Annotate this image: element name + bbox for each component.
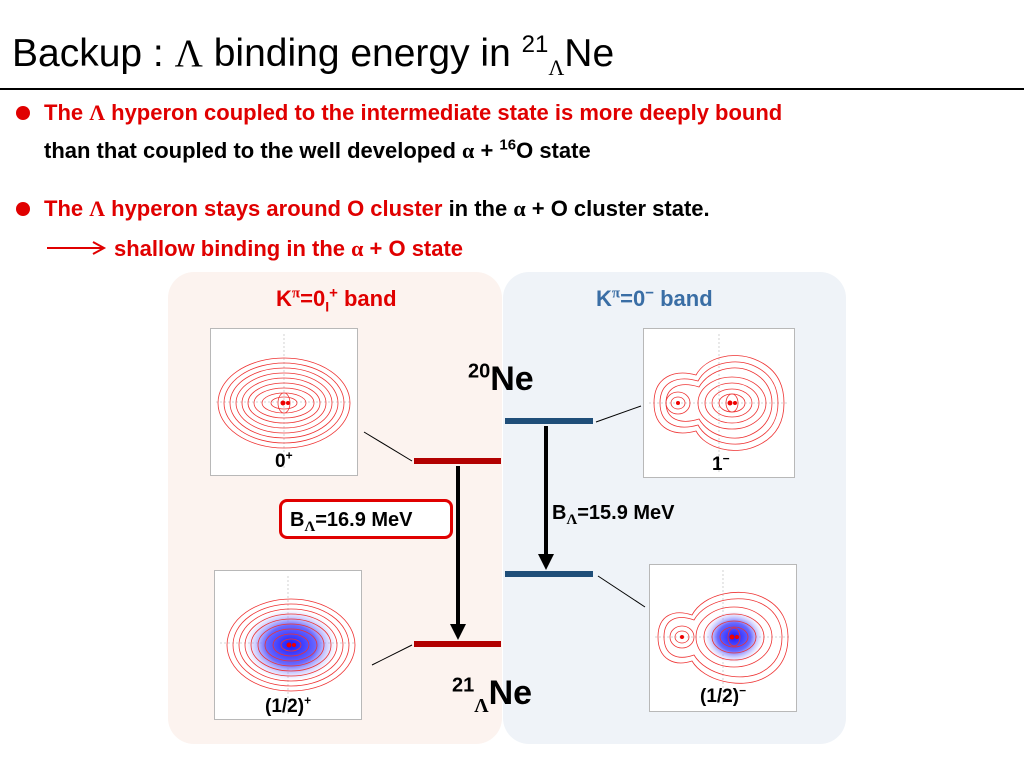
- bullet-1-alpha: α: [462, 138, 475, 163]
- bullet-2-line2-text-b: + O state: [363, 236, 464, 261]
- left-band-eq: =0: [300, 286, 326, 311]
- right-band-label: Kπ=0− band: [596, 284, 713, 311]
- binding-energy-box-left: [279, 499, 453, 539]
- bullet-1-lambda: Λ: [89, 100, 106, 125]
- state-half-plus-text: (1/2): [265, 696, 305, 717]
- bullet-1-line-2: than that coupled to the well developed …: [44, 136, 591, 163]
- density-plot-0plus: 0+: [210, 328, 358, 476]
- bullet-1-plus: +: [474, 138, 500, 163]
- left-band-sup: +: [329, 284, 338, 302]
- left-band-k: K: [276, 286, 292, 311]
- title-lambda: Λ: [174, 32, 203, 75]
- ne21-sub: Λ: [474, 694, 489, 717]
- bullet-2-line-1: The Λ hyperon stays around O cluster in …: [44, 198, 710, 220]
- right-band-sup: −: [645, 284, 654, 302]
- right-band-eq: =0: [620, 286, 646, 311]
- ne20-mass: 20: [468, 360, 491, 383]
- ne21-element: Ne: [488, 674, 533, 712]
- density-contours-0plus: [216, 334, 352, 470]
- be-right-b: B: [552, 502, 567, 524]
- title-element: Ne: [564, 32, 615, 75]
- bullet-1-text-a: The: [44, 100, 90, 125]
- bullet-1-line2-text-b: O state: [516, 138, 591, 163]
- title-divider: [0, 88, 1024, 90]
- binding-arrow-right-head: [538, 554, 554, 570]
- state-label-0plus: 0+: [275, 448, 293, 472]
- slide-title: Backup : Λ binding energy in 21ΛNe: [12, 31, 615, 79]
- bullet-1-mass: 16: [499, 136, 517, 154]
- density-contours-1minus: [649, 334, 789, 472]
- title-prefix: Backup: [12, 32, 143, 75]
- connector-half-minus: [597, 575, 646, 608]
- state-half-minus-sup: −: [739, 683, 747, 698]
- density-plot-half-plus: (1/2)+: [214, 570, 362, 720]
- right-band-pi: π: [611, 285, 621, 302]
- state-label-1minus: 1−: [712, 451, 730, 475]
- state-0plus-sup: +: [285, 448, 293, 463]
- bullet-dot-2: [16, 202, 30, 216]
- left-band-pi: π: [291, 285, 301, 302]
- bullet-1-line-1: The Λ hyperon coupled to the intermediat…: [44, 102, 782, 124]
- title-colon: :: [142, 32, 175, 75]
- bullet-2-text-b: hyperon stays around O cluster: [105, 196, 443, 221]
- nucleus-ne21-lambda: 21ΛNe: [452, 674, 533, 716]
- be-left-b: B: [290, 509, 305, 531]
- density-contours-half-minus: [655, 570, 791, 706]
- bullet-1-line2-text-a: than that coupled to the well developed: [44, 138, 463, 163]
- left-band-sub: I: [325, 298, 330, 315]
- right-band-suffix: band: [653, 286, 713, 311]
- density-plot-half-minus: (1/2)−: [649, 564, 797, 712]
- implication-arrow: [47, 241, 107, 255]
- left-band-suffix: band: [337, 286, 397, 311]
- connector-half-plus: [371, 644, 413, 666]
- connector-1minus: [595, 405, 642, 423]
- right-band-k: K: [596, 286, 612, 311]
- left-band-label: Kπ=0I+ band: [276, 284, 397, 314]
- bullet-2-line-2: shallow binding in the α + O state: [114, 238, 463, 260]
- state-label-half-minus: (1/2)−: [700, 683, 747, 707]
- bullet-1-text-b: hyperon coupled to the intermediate stat…: [105, 100, 783, 125]
- state-1minus-sup: −: [722, 451, 730, 466]
- bullet-2-text-c: in the: [442, 196, 514, 221]
- bullet-2-line2-alpha: α: [351, 236, 364, 261]
- title-text: binding energy in: [202, 32, 522, 75]
- bullet-2-text-d: + O cluster state.: [525, 196, 710, 221]
- state-half-minus-text: (1/2): [700, 686, 740, 707]
- state-0plus-text: 0: [275, 451, 286, 472]
- be-left-value: =16.9 MeV: [315, 509, 413, 531]
- be-right-sub: Λ: [566, 512, 578, 528]
- title-sub: Λ: [548, 54, 565, 80]
- density-contours-half-plus: [220, 576, 356, 714]
- be-left-sub: Λ: [304, 519, 316, 535]
- ne21-mass: 21: [452, 674, 475, 697]
- bullet-dot-1: [16, 106, 30, 120]
- title-mass: 21: [521, 31, 549, 58]
- nucleus-ne20: 20Ne: [468, 362, 534, 396]
- binding-arrow-left-head: [450, 624, 466, 640]
- binding-energy-right: BΛ=15.9 MeV: [552, 502, 675, 528]
- connector-0plus: [363, 431, 413, 462]
- state-1minus-text: 1: [712, 454, 723, 475]
- binding-energy-left: BΛ=16.9 MeV: [290, 509, 413, 535]
- bullet-2-text-a: The: [44, 196, 90, 221]
- bullet-2-lambda: Λ: [89, 196, 106, 221]
- density-plot-1minus: 1−: [643, 328, 795, 478]
- be-right-value: =15.9 MeV: [577, 502, 675, 524]
- bullet-2-line2-text-a: shallow binding in the: [114, 236, 352, 261]
- state-label-half-plus: (1/2)+: [265, 693, 312, 717]
- bullet-2-alpha: α: [513, 196, 526, 221]
- ne20-element: Ne: [490, 360, 534, 398]
- state-half-plus-sup: +: [304, 693, 312, 708]
